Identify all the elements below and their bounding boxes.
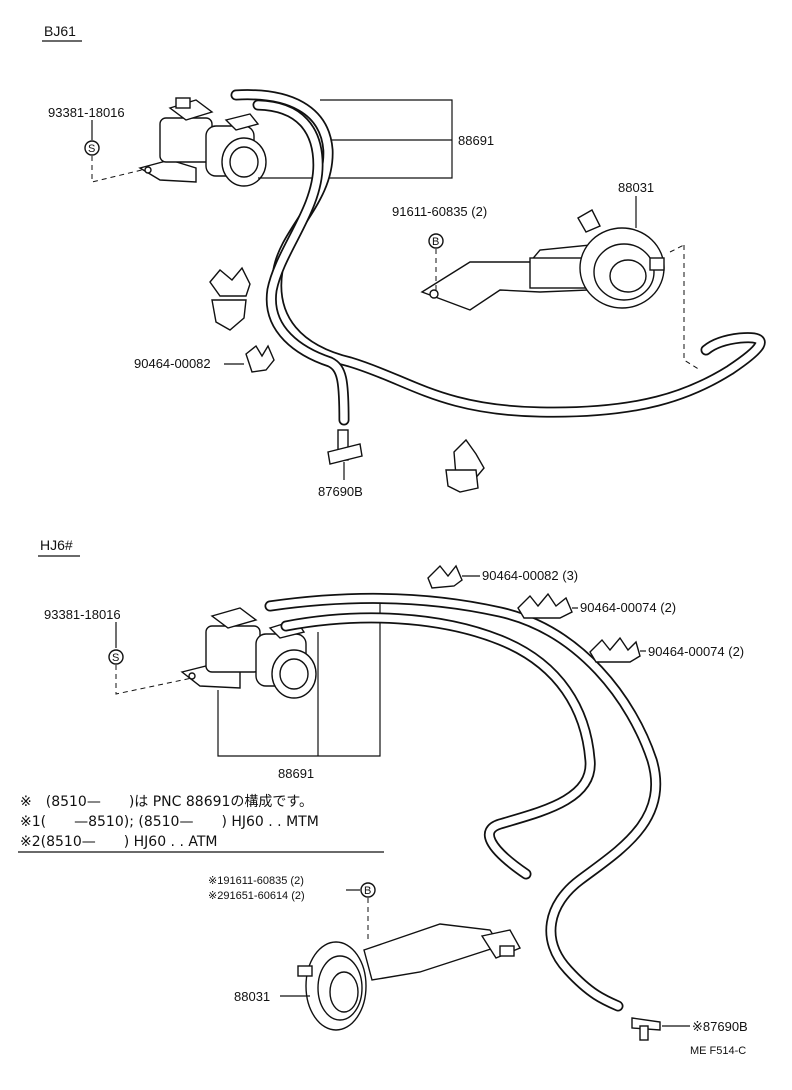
diagram-code: ME F514-C [690, 1045, 746, 1057]
note-line: ※2(8510— ) HJ60 . . ATM [20, 834, 217, 850]
leader-line [91, 156, 151, 183]
note-line: ※ (8510— )は PNC 88691の構成です。 [20, 794, 313, 810]
vacuum-switching-valve-illustration [138, 97, 267, 187]
svg-text:B: B [432, 236, 439, 248]
actuator-part-number: 88031 [618, 180, 654, 195]
leader-line [258, 99, 453, 179]
hose-clamp-illustration [427, 564, 463, 589]
screw-part-number: 93381-18016 [48, 105, 125, 120]
bolt-part-number-1: ※191611-60835 (2) [208, 875, 304, 887]
svg-text:S: S [112, 652, 119, 664]
vacuum-actuator-illustration [297, 923, 521, 1031]
bolt-symbol-icon: B [428, 233, 444, 249]
clamp-part-number-a: 90464-00082 (3) [482, 568, 578, 583]
hose-clamp-illustration [589, 636, 641, 663]
hose-set-part-number: 88691 [278, 766, 314, 781]
hose-clamp-illustration [209, 266, 251, 331]
vacuum-actuator-illustration [420, 209, 665, 311]
note-line: ※1( —8510); (8510— ) HJ60 . . MTM [20, 814, 319, 830]
vacuum-hose-illustration [264, 592, 662, 1012]
screw-part-number: 93381-18016 [44, 607, 121, 622]
section-header-hj6: HJ6# [40, 537, 73, 553]
bolt-symbol-icon: B [360, 882, 376, 898]
vacuum-switching-valve-illustration [180, 607, 317, 699]
leader-line [669, 243, 687, 253]
leader-line [217, 600, 381, 757]
section-header-bj61: BJ61 [44, 23, 76, 39]
leader-line [683, 245, 701, 371]
bolt-part-number: 91611-60835 (2) [392, 204, 487, 219]
svg-text:S: S [88, 143, 95, 155]
actuator-part-number: 88031 [234, 989, 270, 1004]
hose-union-icon [327, 429, 363, 465]
screw-symbol-icon: S [108, 649, 124, 665]
screw-symbol-icon: S [84, 140, 100, 156]
hose-clamp-illustration [517, 592, 573, 619]
union-part-number: 87690B [318, 484, 363, 499]
clamp-part-number-b: 90464-00074 (2) [580, 600, 676, 615]
hose-clamp-illustration [445, 438, 485, 493]
bolt-part-number-2: ※291651-60614 (2) [208, 890, 305, 902]
hose-set-part-number: 88691 [458, 133, 494, 148]
vacuum-hose-illustration [230, 89, 766, 426]
hose-clamp-illustration [245, 344, 275, 373]
svg-text:B: B [364, 885, 371, 897]
clamp-part-number-c: 90464-00074 (2) [648, 644, 744, 659]
leader-line [115, 665, 193, 695]
clamp-part-number: 90464-00082 [134, 356, 211, 371]
hose-union-icon [631, 1017, 661, 1041]
union-part-number: ※87690B [692, 1019, 748, 1034]
